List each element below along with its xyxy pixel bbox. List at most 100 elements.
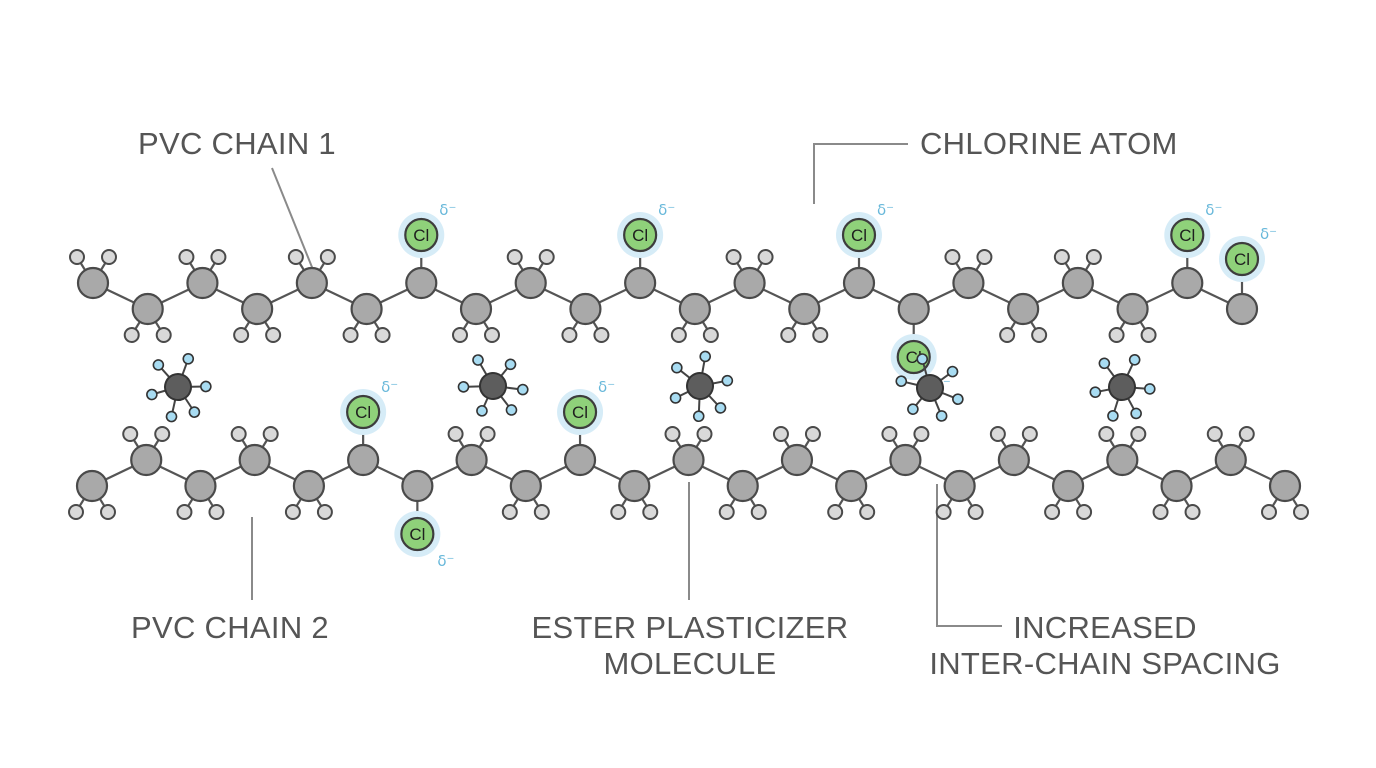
chlorine-ball	[346, 394, 381, 430]
chlorine-atom: Cl δ⁻	[836, 201, 894, 258]
hydrogen-atom	[1130, 426, 1147, 442]
hydrogen-atom	[262, 426, 279, 442]
hydrogen-atom	[593, 327, 610, 343]
hydrogen-atom	[122, 426, 139, 442]
hydrogen-atom	[670, 327, 687, 343]
carbon-atom	[997, 443, 1030, 477]
carbon-atom	[1225, 292, 1259, 326]
carbon-atom	[563, 443, 597, 477]
hydrogen-atom	[1044, 504, 1061, 520]
carbon-atom	[130, 443, 163, 477]
carbon-atom	[75, 469, 109, 503]
chlorine-symbol: Cl	[413, 226, 429, 245]
plasticizer-core-atom	[916, 374, 944, 402]
chlorine-ball	[896, 339, 931, 375]
hydrogen-atom	[342, 327, 359, 343]
chlorine-ball	[404, 217, 439, 253]
hydrogen-atom	[610, 504, 627, 520]
plasticizer-hydrogen-atom	[935, 410, 948, 422]
hydrogen-atom	[1152, 504, 1169, 520]
chlorine-atom: Clδ⁻	[340, 378, 398, 435]
hydrogen-atom	[284, 504, 301, 520]
chlorine-symbol: Cl	[409, 525, 425, 544]
plasticizer-hydrogen-atom	[516, 383, 529, 396]
ester-plasticizer-molecule	[669, 350, 734, 423]
carbon-atom	[1051, 469, 1085, 503]
label-pvc-chain-2: PVC CHAIN 2	[131, 610, 329, 645]
partial-charge-label: δ⁻	[877, 201, 894, 219]
hydrogen-atom	[859, 504, 876, 520]
partial-charge-label: δ⁻	[598, 378, 615, 396]
plasticizer-hydrogen-atom	[188, 406, 201, 418]
carbon-atom	[295, 266, 328, 300]
hydrogen-atom	[881, 426, 898, 442]
hydrogen-atom	[233, 327, 250, 343]
chlorine-ball	[562, 394, 598, 430]
hydrogen-atom	[804, 426, 821, 442]
chlorine-atom: Clδ⁻	[1219, 225, 1277, 282]
plasticizer-hydrogen-atom	[721, 374, 734, 387]
atoms-layer: Clδ⁻Clδ⁻Clδ⁻Clδ⁻Clδ⁻Clδ⁻Clδ⁻Clδ⁻Clδ⁻	[68, 201, 1309, 570]
carbon-atom	[1106, 443, 1139, 477]
carbon-atom	[131, 292, 164, 326]
label-pvc-chain-1: PVC CHAIN 1	[138, 126, 336, 161]
hydrogen-atom	[967, 504, 984, 520]
chlorine-atom: Clδ⁻	[557, 378, 615, 435]
hydrogen-atom	[176, 504, 193, 520]
carbon-atom	[1116, 292, 1149, 326]
chlorine-ball	[1224, 241, 1260, 277]
chlorine-atom: Clδ⁻	[394, 511, 454, 570]
label-ester-plasticizer-line-1: ESTER PLASTICIZER	[531, 610, 849, 645]
hydrogen-atom	[913, 426, 930, 442]
label-inter-chain-spacing: INCREASED INTER-CHAIN SPACING	[915, 610, 1295, 682]
carbon-atom	[184, 469, 217, 503]
carbon-atom	[672, 443, 705, 477]
hydrogen-atom	[68, 504, 84, 520]
carbon-atom	[1160, 469, 1193, 503]
carbon-atom	[835, 469, 868, 503]
carbon-atom	[509, 469, 542, 503]
hydrogen-atom	[210, 249, 227, 265]
hydrogen-atom	[230, 426, 247, 442]
hydrogen-atom	[208, 504, 225, 520]
plasticizer-hydrogen-atom	[946, 365, 959, 378]
leader-chlorine-atom	[813, 143, 908, 204]
hydrogen-atom	[702, 327, 719, 343]
plasticizer-hydrogen-atom	[699, 350, 712, 363]
hydrogen-atom	[1238, 426, 1255, 442]
carbon-atom	[780, 443, 814, 477]
chlorine-ball	[841, 217, 877, 253]
carbon-atom	[952, 266, 985, 300]
label-ester-plasticizer-line-2: MOLECULE	[603, 646, 777, 681]
carbon-atom	[459, 292, 493, 326]
hydrogen-atom	[989, 426, 1006, 442]
carbon-atom	[1007, 292, 1040, 326]
plasticizer-hydrogen-atom	[152, 359, 165, 371]
hydrogen-atom	[178, 249, 195, 265]
plasticizer-core-atom	[479, 372, 507, 400]
hydrogen-atom	[538, 249, 555, 265]
carbon-atom	[1171, 266, 1204, 300]
hydrogen-atom	[561, 327, 578, 343]
hydrogen-atom	[1108, 327, 1125, 343]
chlorine-symbol: Cl	[851, 226, 867, 245]
plasticizer-hydrogen-atom	[472, 354, 484, 366]
hydrogen-atom	[452, 327, 468, 343]
hydrogen-atom	[827, 504, 844, 520]
carbon-atom	[514, 266, 547, 300]
hydrogen-atom	[123, 327, 140, 343]
hydrogen-atom	[1098, 426, 1115, 442]
plasticizer-hydrogen-atom	[457, 381, 470, 393]
hydrogen-atom	[501, 504, 518, 520]
carbon-atom	[186, 266, 219, 300]
plasticizer-hydrogen-atom	[505, 404, 518, 416]
plasticizer-hydrogen-atom	[476, 405, 488, 417]
carbon-atom	[292, 469, 326, 503]
hydrogen-atom	[1184, 504, 1201, 520]
partial-charge-label: δ⁻	[658, 201, 675, 219]
hydrogen-atom	[533, 504, 550, 520]
hydrogen-atom	[265, 327, 282, 343]
hydrogen-atom	[718, 504, 735, 520]
plasticizer-molecules	[146, 350, 1156, 423]
